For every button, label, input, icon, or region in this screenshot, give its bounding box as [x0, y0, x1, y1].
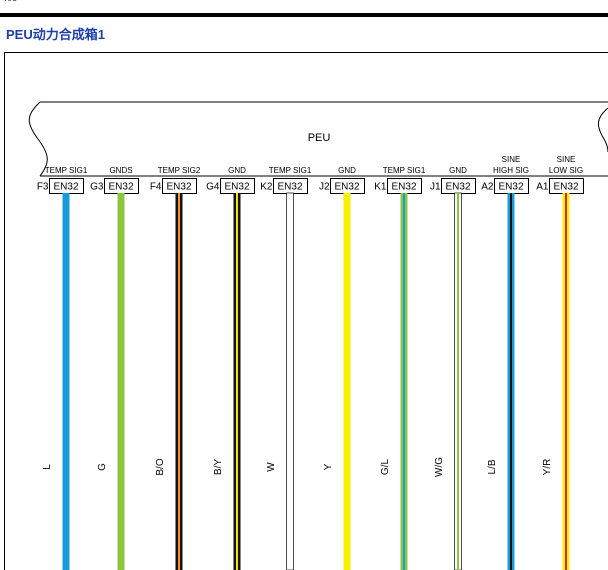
pin-number: K1 [374, 182, 387, 193]
wire [286, 192, 294, 570]
wire-color-code: G [97, 463, 108, 471]
pin-signal-label: LOW SIG [549, 166, 583, 175]
wire-color-code: L/B [487, 459, 498, 474]
component-name: PEU [308, 132, 331, 144]
pin-number: F3 [37, 182, 49, 193]
pin-signal-label: TEMP SIG2 [158, 166, 201, 175]
pin-number: A1 [536, 182, 549, 193]
wire-color-code: B/O [155, 458, 166, 475]
wire-color-code: W [266, 462, 277, 472]
wire-color-code: L [42, 464, 53, 470]
connector-id: EN32 [53, 182, 78, 193]
pin-signal-label: TEMP SIG1 [269, 166, 312, 175]
wire-stripe [403, 193, 405, 570]
wire-color-code: Y [323, 463, 334, 470]
pin-number: F4 [150, 182, 162, 193]
pin-number: G4 [206, 182, 220, 193]
page-number: 408 [2, 0, 17, 3]
pin-number: A2 [481, 182, 494, 193]
pin-signal-label: HIGH SIG [493, 166, 529, 175]
wire-stripe [565, 193, 567, 570]
page-title: PEU动力合成箱1 [6, 27, 105, 42]
diagram-frame [4, 52, 608, 570]
connector-id: EN32 [553, 182, 578, 193]
pin-number: K2 [260, 182, 273, 193]
pin-signal-label: TEMP SIG1 [45, 166, 88, 175]
wire-color-code: W/G [434, 457, 445, 477]
connector-id: EN32 [224, 182, 249, 193]
pin-signal-label: SINE [502, 155, 521, 164]
wire [117, 193, 125, 570]
wire-stripe [236, 193, 238, 570]
wire-color-code: Y/R [542, 459, 553, 476]
pin-signal-label: GND [449, 166, 467, 175]
wire [343, 193, 351, 570]
pin-number: G3 [90, 182, 104, 193]
connector-id: EN32 [391, 182, 416, 193]
wire-stripe [457, 193, 459, 570]
connector-id: EN32 [108, 182, 133, 193]
component-outline [28, 101, 608, 177]
pin-signal-label: GND [228, 166, 246, 175]
wire-stripe [178, 193, 180, 570]
wire-color-code: G/L [380, 459, 391, 476]
connector-id: EN32 [445, 182, 470, 193]
connector-id: EN32 [334, 182, 359, 193]
pin-signal-label: GNDS [109, 166, 132, 175]
pin-signal-label: GND [338, 166, 356, 175]
connector-id: EN32 [498, 182, 523, 193]
connector-id: EN32 [277, 182, 302, 193]
top-rule [0, 13, 608, 17]
wire [62, 193, 70, 570]
wire-stripe [510, 193, 512, 570]
wire-color-code: B/Y [213, 459, 224, 475]
pin-number: J1 [430, 182, 441, 193]
connector-id: EN32 [166, 182, 191, 193]
pin-number: J2 [319, 182, 330, 193]
pin-signal-label: SINE [557, 155, 576, 164]
pin-signal-label: TEMP SIG1 [383, 166, 426, 175]
